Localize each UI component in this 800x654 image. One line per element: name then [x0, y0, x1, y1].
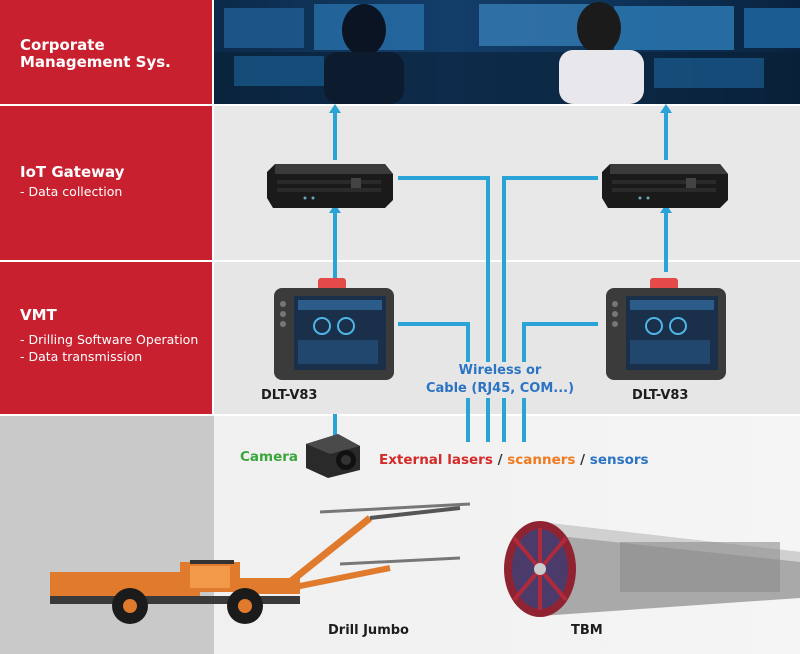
separator-2: /: [575, 452, 590, 468]
separator-1: /: [492, 452, 508, 468]
connection-line-1: Wireless or: [458, 363, 542, 378]
row-sub-gateway-1: - Data collection: [20, 184, 123, 199]
terminal-label-left: DLT-V83: [261, 388, 318, 403]
camera-label: Camera: [240, 449, 299, 465]
wire-gw-right-v: [502, 176, 506, 442]
drill-jumbo-image: [50, 502, 471, 624]
vmt-terminal-right: [606, 278, 726, 380]
sensors-label: sensors: [589, 452, 649, 468]
peripherals-legend: External lasers / scanners / sensors: [379, 449, 649, 468]
wire-gw-left-h: [398, 176, 488, 180]
row-panel-gateway: IoT Gateway - Data collection: [0, 106, 212, 260]
row-panel-vmt: VMT - Drilling Software Operation - Data…: [0, 262, 212, 414]
arrow-right-top: [660, 104, 672, 113]
terminal-label-right: DLT-V83: [632, 388, 689, 403]
row-title-vmt: VMT: [20, 306, 57, 324]
camera-icon: [306, 434, 360, 478]
wire-right-vertical-top: [664, 112, 668, 160]
wire-right-vertical-mid: [664, 212, 668, 272]
wire-left-vertical-low: [333, 414, 337, 436]
arrow-left-mid: [329, 204, 341, 213]
iot-gateway-right: [602, 164, 728, 208]
lasers-label: External lasers: [379, 452, 493, 468]
tbm-image: [504, 521, 800, 617]
control-room-photo: [214, 0, 800, 104]
wire-vmt-right-h: [522, 322, 598, 326]
wire-gw-right-h: [502, 176, 598, 180]
arrow-left-top: [329, 104, 341, 113]
tbm-label: TBM: [571, 623, 603, 638]
row-title-corporate: Corporate Management Sys.: [20, 36, 171, 71]
wire-vmt-left-h: [398, 322, 468, 326]
scanners-label: scanners: [507, 452, 576, 468]
drill-jumbo-label: Drill Jumbo: [328, 623, 409, 638]
arrow-right-mid: [660, 204, 672, 213]
vmt-terminal-left: [274, 278, 394, 380]
connection-line-2: Cable (RJ45, COM...): [425, 381, 575, 396]
row-title-gateway: IoT Gateway: [20, 163, 125, 181]
row-panel-corporate: Corporate Management Sys.: [0, 0, 212, 104]
row-sub-vmt-1: - Drilling Software Operation: [20, 332, 199, 347]
connection-label: Wireless or Cable (RJ45, COM...): [425, 362, 575, 398]
row-sub-vmt-2: - Data transmission: [20, 349, 143, 364]
control-room-scene: [214, 2, 800, 104]
wire-left-vertical-top: [333, 112, 337, 160]
iot-gateway-left: [267, 164, 393, 208]
wire-gw-left-v: [486, 176, 490, 442]
wire-left-vertical-mid: [333, 212, 337, 284]
